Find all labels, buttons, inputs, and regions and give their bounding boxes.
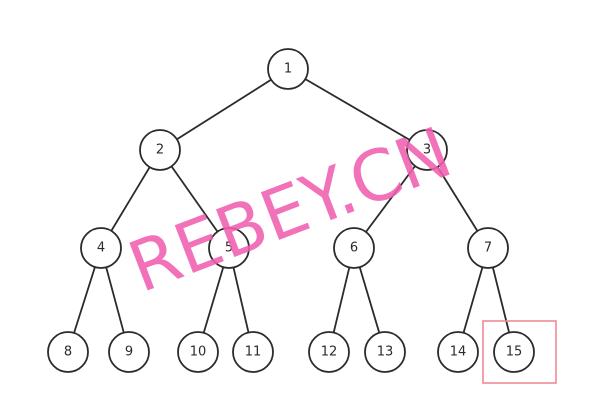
tree-node-7: 7 [467,227,509,269]
node-circle [208,227,250,269]
node-label: 1 [284,62,292,77]
node-label: 3 [423,143,431,158]
tree-node-2: 2 [139,129,181,171]
node-label: 4 [97,241,105,256]
node-circle [406,129,448,171]
node-label: 6 [350,241,358,256]
tree-node-14: 14 [437,331,479,373]
tree-node-1: 1 [267,48,309,90]
node-circle [267,48,309,90]
node-circle [139,129,181,171]
tree-node-4: 4 [80,227,122,269]
node-circle [493,331,535,373]
node-circle [467,227,509,269]
edge-1-3 [287,68,428,151]
node-label: 2 [156,143,164,158]
tree-node-9: 9 [108,331,150,373]
node-label: 5 [225,241,233,256]
tree-node-15: 15 [493,331,535,373]
node-circle [80,227,122,269]
node-label: 7 [484,241,492,256]
tree-node-3: 3 [406,129,448,171]
tree-node-10: 10 [177,331,219,373]
node-label: 12 [321,345,338,360]
node-label: 15 [506,345,523,360]
tree-node-8: 8 [47,331,89,373]
node-circle [47,331,89,373]
node-circle [437,331,479,373]
node-circle [108,331,150,373]
node-label: 8 [64,345,72,360]
node-label: 10 [190,345,207,360]
tree-node-5: 5 [208,227,250,269]
node-circle [364,331,406,373]
node-label: 14 [450,345,467,360]
tree-node-12: 12 [308,331,350,373]
edge-1-2 [159,68,289,151]
node-label: 9 [125,345,133,360]
node-label: 11 [245,345,262,360]
tree-node-11: 11 [232,331,274,373]
node-label: 13 [377,345,394,360]
node-circle [177,331,219,373]
tree-node-6: 6 [333,227,375,269]
highlight-box [482,320,557,384]
node-circle [333,227,375,269]
node-circle [308,331,350,373]
tree-node-13: 13 [364,331,406,373]
node-circle [232,331,274,373]
